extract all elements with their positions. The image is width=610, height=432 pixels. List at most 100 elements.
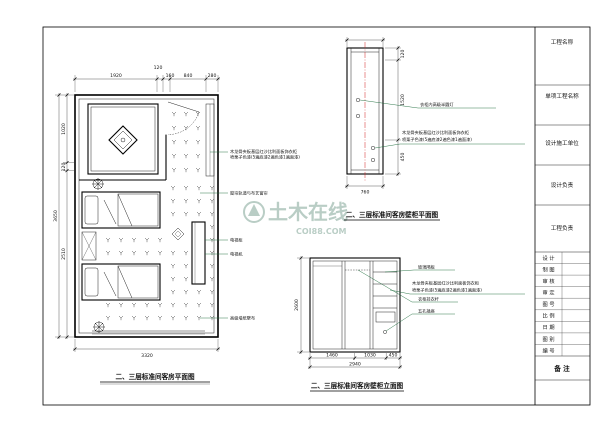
carpet-mark: [118, 315, 124, 321]
dimension-top: 1920 120 160 840 280: [73, 65, 220, 92]
plant-icon: [92, 178, 104, 190]
dimension-value: 1920: [110, 73, 122, 79]
carpet-mark: [183, 263, 189, 269]
dimension-value: 280: [208, 73, 217, 79]
note-wall-finish-2: 喷栗子色漆(5遍底漆2遍色漆1遍面漆): [230, 154, 300, 161]
carpet-mark: [196, 315, 202, 321]
note-wardrobe-finish-1: 木龙骨夹板基层红沙比利面板饰衣柜: [402, 129, 469, 136]
carpet-mark: [157, 302, 163, 308]
carpet-mark: [183, 153, 189, 159]
carpet-mark: [183, 250, 189, 256]
dimension-extension-lines: [297, 257, 309, 353]
note-elevation-finish-2: 喷栗子色漆(5遍底漆2遍色漆1遍面漆): [412, 287, 482, 294]
note-tv-cabinet: 电视柜: [230, 237, 243, 244]
carpet-mark: [170, 263, 176, 269]
carpet-mark: [144, 250, 150, 256]
floor-plan-title: 二、三层标准间客房平面图: [115, 372, 195, 381]
carpet-mark: [209, 211, 215, 217]
carpet-mark: [183, 139, 189, 145]
floor-plan: 木龙骨夹板基层红沙比利面板饰衣柜 喷栗子色漆(5遍底漆2遍色漆1遍面漆) 窗帘轨…: [53, 65, 300, 385]
elevation-drawer: [375, 311, 396, 323]
dimension-extension-lines: [385, 47, 401, 175]
carpet-mark: [131, 315, 137, 321]
carpet-mark: [131, 237, 137, 243]
wardrobe-plan: 120 1520 450 760 衣柜内高级半圆灯 木龙骨夹板基层红沙比利面板饰…: [344, 37, 525, 221]
title-block-sub-project-name: 单项工程名称: [545, 92, 579, 100]
armchair-diamond-icon: [171, 227, 185, 241]
dimension-bottom: 3320: [73, 339, 220, 359]
floor-tile-diamond-icon: [108, 125, 138, 155]
title-block-row-label: 编 号: [542, 346, 554, 354]
dimension-ticks: [345, 38, 385, 42]
dimension-ticks: [73, 77, 220, 81]
title-block: 工程名称 单项工程名称 设计施工单位 设计负责 工程负责 设 计 制 图 审 核…: [534, 27, 590, 405]
dimension-ticks: [299, 256, 303, 354]
title-block-row-label: 制 图: [542, 266, 554, 274]
bed-blanket-fold: [103, 193, 133, 227]
bed: [81, 263, 161, 301]
carpet-mark: [183, 289, 189, 295]
dimension-value: 1460: [326, 353, 338, 359]
note-hanging-rod: 衣柜挂衣杆: [418, 296, 440, 303]
carpet-mark: [209, 276, 215, 282]
nightstand: [81, 231, 97, 261]
carpet-mark: [196, 198, 202, 204]
dimension-value: 450: [400, 153, 406, 162]
note-wardrobe-light: 衣柜内高级半圆灯: [420, 101, 454, 108]
carpet-mark: [131, 302, 137, 308]
carpet-mark: [157, 250, 163, 256]
wardrobe-fixture-icon: [370, 145, 376, 151]
title-block-row-label: 设 计: [542, 254, 554, 262]
carpet-mark: [209, 224, 215, 230]
carpet-mark: [170, 250, 176, 256]
note-curtain: 窗帘轨道与布艺窗帘: [230, 190, 268, 197]
dimension-value: 1520: [400, 94, 406, 106]
title-block-engineering-lead: 工程负责: [551, 224, 574, 232]
carpet-mark: [183, 167, 189, 173]
socket-icon: [383, 330, 387, 334]
carpet-mark: [171, 139, 177, 145]
dimension-value: 1030: [364, 353, 376, 359]
dimension-extension-lines: [74, 339, 219, 352]
dimension-value: 120: [154, 65, 163, 71]
bathroom-floor-box: [87, 103, 159, 175]
bed-blanket: [117, 193, 159, 227]
carpet-mark: [170, 276, 176, 282]
plant-leaves: [92, 178, 104, 190]
carpet-mark: [170, 302, 176, 308]
dimension-ticks: [308, 356, 402, 369]
bathroom-door-leaf: [167, 101, 200, 113]
carpet-mark: [170, 185, 176, 191]
plant-icon: [93, 321, 105, 333]
dimension-value: 2940: [349, 362, 361, 368]
carpet-mark: [196, 289, 202, 295]
sheet-border: [42, 26, 591, 406]
wardrobe-light-icon: [355, 97, 361, 103]
carpet-mark: [183, 211, 189, 217]
carpet-mark: [209, 198, 215, 204]
leader-line: [357, 269, 458, 303]
note-tv: 电视机: [230, 251, 243, 258]
dimension-extension-lines: [309, 353, 401, 369]
carpet-mark: [171, 125, 177, 131]
dimension-ticks: [345, 184, 385, 188]
wardrobe-fixture-icon: [370, 157, 376, 163]
watermark-brand: 土木在线: [268, 200, 348, 224]
carpet-mark: [105, 302, 111, 308]
carpet-mark: [195, 153, 201, 159]
floor-tile-center: [120, 137, 126, 143]
dimension-value: 120: [400, 50, 406, 59]
watermark-logo-mark: [248, 204, 260, 216]
floor-tile-diamond-inner: [113, 130, 133, 150]
carpet-mark: [171, 153, 177, 159]
bathroom-door-swing: [167, 111, 200, 135]
dimension-value: 3320: [141, 353, 153, 359]
dimension-value: 840: [184, 73, 193, 79]
carpet-mark: [195, 125, 201, 131]
carpet-mark: [196, 185, 202, 191]
carpet-mark: [183, 198, 189, 204]
carpet-mark: [171, 111, 177, 117]
room-outer-wall: [74, 94, 219, 338]
